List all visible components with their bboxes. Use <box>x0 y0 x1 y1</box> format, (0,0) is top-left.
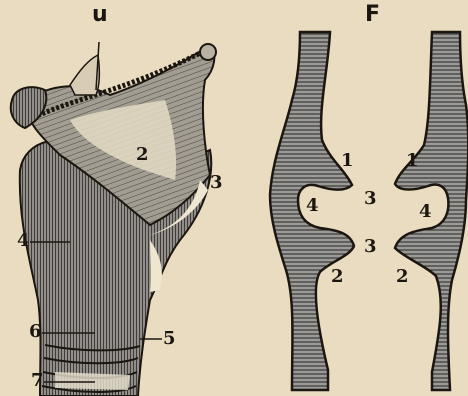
label-6: 6 <box>29 323 42 341</box>
label-7: 7 <box>31 372 44 390</box>
panel-letter-right: F <box>365 4 380 26</box>
label-5: 5 <box>163 330 176 348</box>
label-1-left: 1 <box>341 152 354 170</box>
label-3: 3 <box>210 174 223 192</box>
label-3-lower: 3 <box>364 238 377 256</box>
panel-letter-left: u <box>92 4 108 26</box>
label-4-right: 4 <box>419 203 432 221</box>
label-2-left: 2 <box>331 268 344 286</box>
vocal-fold-section <box>270 32 468 390</box>
label-2: 2 <box>136 146 149 164</box>
label-1-right: 1 <box>406 152 419 170</box>
label-4: 4 <box>17 232 30 250</box>
label-2-right: 2 <box>396 268 409 286</box>
label-3-upper: 3 <box>364 190 377 208</box>
label-4-left: 4 <box>306 197 319 215</box>
larynx-figure <box>11 42 216 396</box>
cartilage-tips <box>70 55 99 95</box>
